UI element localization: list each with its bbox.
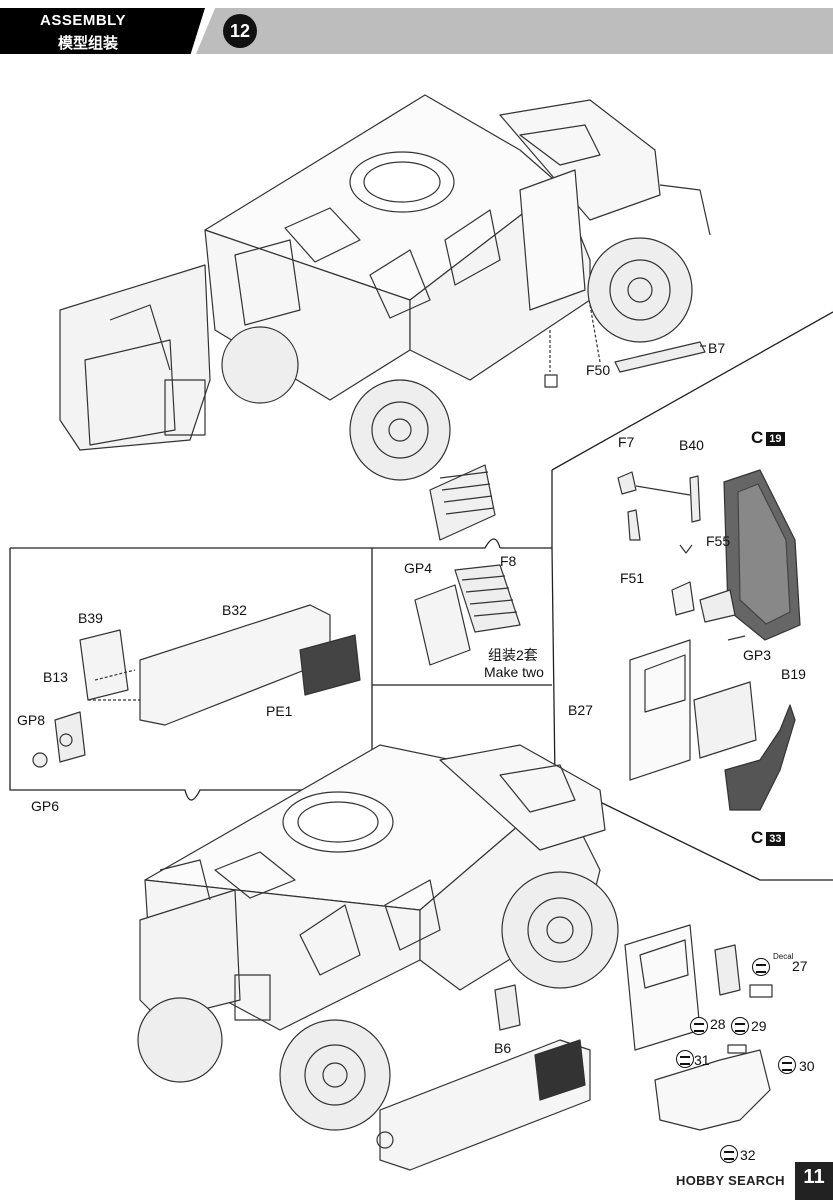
decal-31: 31 [694, 1052, 710, 1068]
label-f7: F7 [618, 434, 635, 450]
vehicle-bottom-drawing [137, 744, 773, 1171]
label-b39: B39 [78, 610, 103, 626]
right-callout-parts [617, 469, 801, 811]
label-make-two-en: Make two [484, 664, 544, 680]
label-b7: B7 [708, 340, 726, 356]
decal-icon [731, 1017, 749, 1035]
label-c19-number: 19 [766, 431, 785, 446]
label-b6: B6 [494, 1040, 512, 1056]
decal-icon [752, 958, 770, 976]
header-title-en: ASSEMBLY [40, 12, 126, 29]
decal-icon [778, 1056, 796, 1074]
header-grey-band [196, 8, 833, 54]
label-gp6: GP6 [31, 798, 60, 814]
label-b27: B27 [568, 702, 593, 718]
decal-32: 32 [740, 1147, 756, 1163]
label-b32: B32 [222, 602, 247, 618]
decal-icon [676, 1050, 694, 1068]
label-b13: B13 [43, 669, 68, 685]
page-header: ASSEMBLY 模型组装 12 [0, 8, 833, 54]
decal-27: 27 [792, 958, 808, 974]
label-pe1: PE1 [266, 703, 293, 719]
step-number: 12 [223, 14, 257, 48]
decal-29: 29 [751, 1018, 767, 1034]
label-c19-letter: C [751, 428, 764, 447]
callout-frames [9, 311, 833, 881]
label-c33-letter: C [751, 828, 764, 847]
decal-28: 28 [710, 1016, 726, 1032]
decal-30: 30 [799, 1058, 815, 1074]
label-f8: F8 [500, 553, 517, 569]
label-b40: B40 [679, 437, 704, 453]
label-f50: F50 [586, 362, 611, 378]
label-f51: F51 [620, 570, 645, 586]
decal-icon [690, 1017, 708, 1035]
label-gp8: GP8 [17, 712, 46, 728]
page-number: 11 [795, 1162, 833, 1200]
header-black-band [0, 8, 205, 54]
vehicle-top-drawing [59, 94, 711, 541]
label-gp4: GP4 [404, 560, 433, 576]
middle-callout-parts [414, 564, 521, 666]
decal-tag: Decal [773, 952, 794, 961]
label-gp3: GP3 [743, 647, 772, 663]
header-title-cn: 模型组装 [58, 35, 119, 52]
left-callout-parts [32, 604, 361, 768]
watermark: HOBBY SEARCH [676, 1173, 785, 1188]
decal-icon [720, 1145, 738, 1163]
label-b19: B19 [781, 666, 806, 682]
label-c33-number: 33 [766, 831, 785, 846]
label-make-two-cn: 组装2套 [488, 647, 538, 663]
label-f55: F55 [706, 533, 731, 549]
